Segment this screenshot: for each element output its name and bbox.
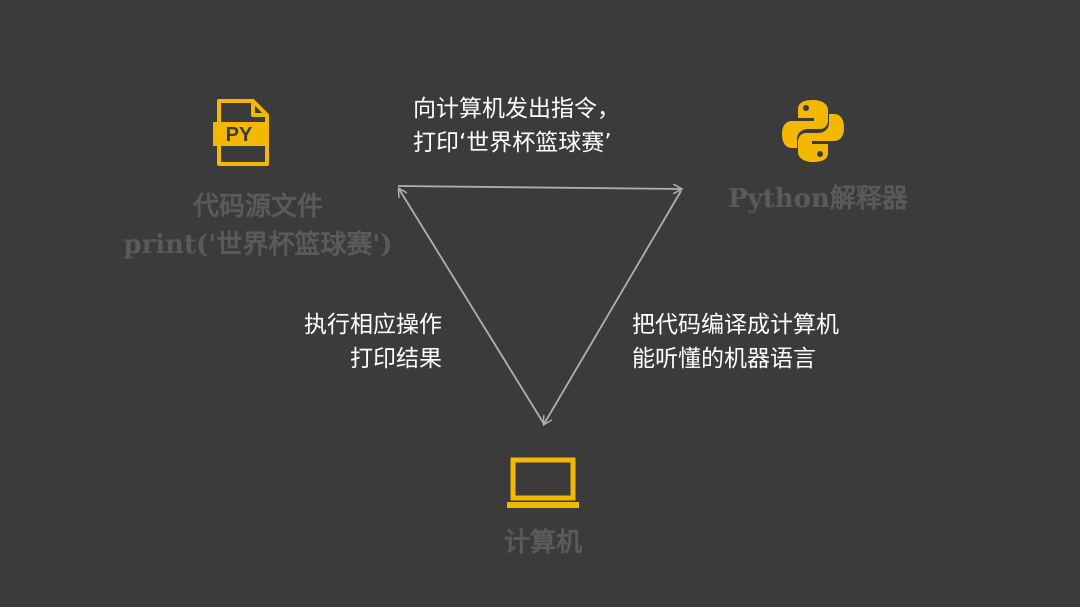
edge-label-left-line1: 执行相应操作 [304, 312, 442, 338]
edge-label-top: 向计算机发出指令， 打印‘世界杯篮球赛’ [413, 92, 620, 160]
interpreter-node: Python解释器 [720, 96, 916, 226]
arrow-source-to-interpreter [397, 186, 681, 189]
arrow-computer-to-source [399, 189, 545, 425]
edge-label-left: 执行相应操作 打印结果 [260, 308, 442, 376]
edge-label-top-line1: 向计算机发出指令， [413, 96, 620, 122]
source-file-code: print('世界杯篮球赛') [123, 230, 393, 260]
python-file-icon-text: PY [226, 124, 253, 146]
edge-label-right-line1: 把代码编译成计算机 [632, 312, 839, 338]
computer-label: 计算机 [503, 528, 582, 558]
edge-label-left-line2: 打印结果 [350, 346, 442, 372]
python-logo-icon [782, 100, 844, 162]
edge-label-right: 把代码编译成计算机 能听懂的机器语言 [632, 308, 839, 376]
source-file-label: 代码源文件 [192, 192, 323, 222]
edge-label-right-line2: 能听懂的机器语言 [632, 346, 816, 372]
laptop-icon [507, 457, 579, 508]
interpreter-label: Python解释器 [728, 184, 908, 214]
python-file-icon: PY [213, 99, 269, 166]
source-file-node: PY 代码源文件 print('世界杯篮球赛') [120, 96, 396, 276]
arrow-interpreter-to-computer [544, 190, 682, 424]
computer-node: 计算机 [470, 454, 616, 564]
edge-label-top-line2: 打印‘世界杯篮球赛’ [413, 130, 612, 156]
